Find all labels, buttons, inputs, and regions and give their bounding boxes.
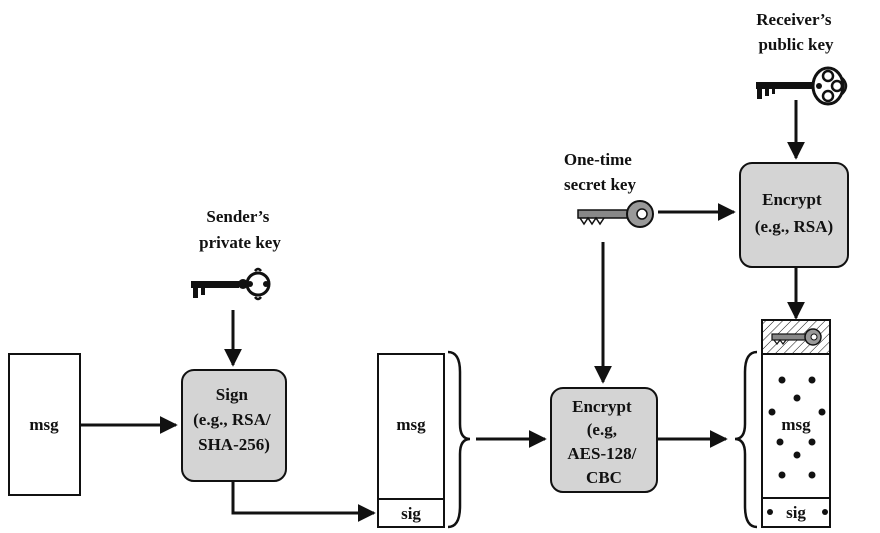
svg-text:Sign (e.g., RSA/ S: Sign (e.g., RSA/ SHA-256): [193, 385, 275, 454]
sender-private-key-icon: [191, 267, 271, 301]
encrypt-rsa-process-box: Encrypt (e.g., RSA): [739, 162, 849, 268]
encrypted-secret-key-icon: [771, 328, 822, 346]
receiver-public-key-label: Receiver’s public key: [756, 10, 835, 54]
svg-text:Encrypt (e.g, AES-: Encrypt (e.g, AES-128/ CBC: [567, 397, 640, 487]
one-time-secret-key-label: One-time secret key: [564, 150, 637, 194]
signature-label: sig: [401, 504, 421, 523]
signed-message-block: msg sig: [377, 353, 445, 528]
encrypted-key-block: [761, 319, 831, 355]
receiver-public-key-icon: [756, 66, 848, 106]
ciphertext-dots: [767, 376, 828, 515]
ciphertext-block: msg sig: [761, 353, 831, 528]
ciphertext-signature-label: sig: [786, 503, 806, 522]
input-message-block: msg: [8, 353, 81, 496]
arrow-sign-to-sig: [231, 482, 376, 522]
input-message-label: msg: [29, 415, 59, 434]
sign-process-box: Sign (e.g., RSA/ SHA-256): [181, 369, 287, 482]
ciphertext-brace: [734, 350, 758, 529]
one-time-secret-key-icon: [577, 200, 654, 228]
ciphertext-message-label: msg: [781, 415, 811, 434]
sender-private-key-label: Sender’s private key: [199, 207, 281, 252]
signed-message-brace: [447, 350, 471, 529]
svg-text:Encrypt (e.g., RSA): Encrypt (e.g., RSA): [755, 190, 833, 236]
signed-message-label: msg: [396, 415, 426, 434]
encrypt-aes-process-box: Encrypt (e.g, AES-128/ CBC: [550, 387, 658, 493]
